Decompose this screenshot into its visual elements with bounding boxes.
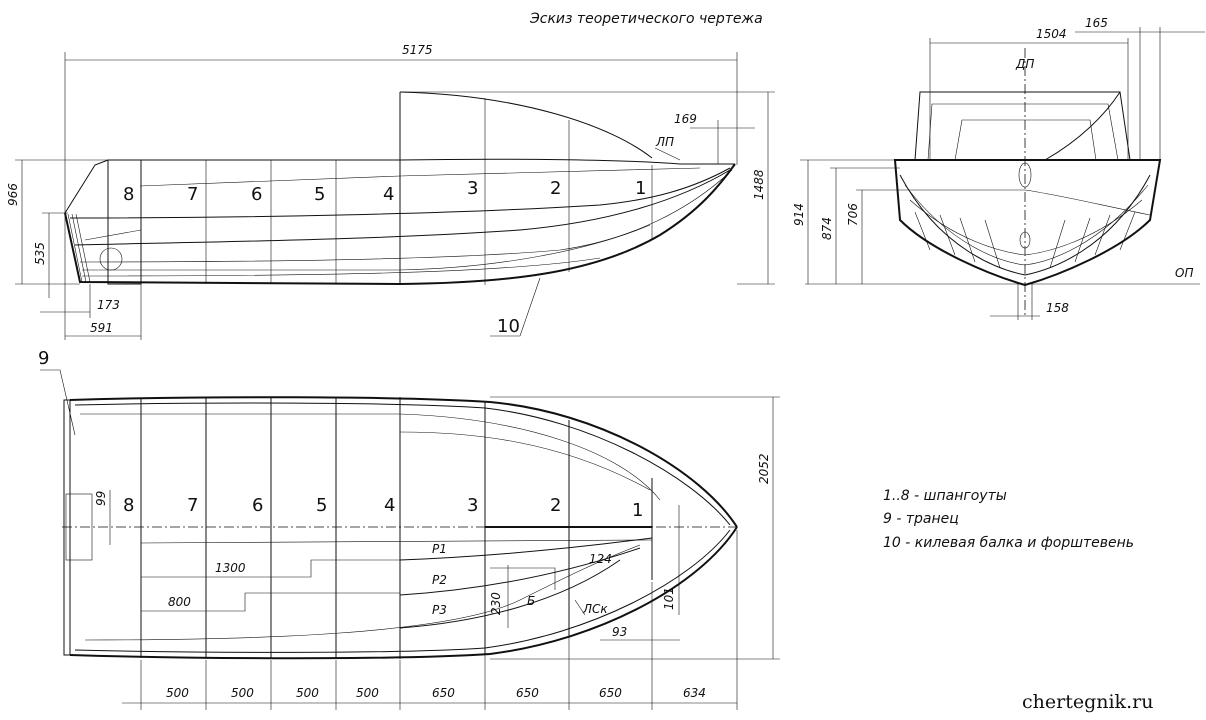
plan-station-5: 5 [316,495,327,516]
label-op: ОП [1175,266,1193,280]
dim-173: 173 [97,298,120,312]
plan-station-8: 8 [123,495,134,516]
dim-bow-offset: 169 [674,112,697,126]
plan-station-4: 4 [384,495,395,516]
dim-874: 874 [820,217,834,240]
spacing-7: 650 [599,686,622,700]
plan-station-1: 1 [632,500,643,521]
legend-item-frames: 1..8 - шпангоуты [883,488,1007,504]
spacing-5: 650 [432,686,455,700]
label-r1: Р1 [432,542,447,556]
dim-beam: 2052 [757,453,771,484]
side-view: 5175 966 535 [6,43,775,340]
dim-914: 914 [792,203,806,226]
label-b: Б [527,594,535,608]
plan-station-6: 6 [252,495,263,516]
label-part9: 9 [38,348,49,369]
legend: 1..8 - шпангоуты 9 - транец 10 - килевая… [883,488,1134,551]
drawing-title: Эскиз теоретического чертежа [529,11,763,27]
label-lsk: ЛСк [582,602,608,616]
side-station-4: 4 [383,184,394,205]
plan-station-2: 2 [550,495,561,516]
label-r2: Р2 [432,573,447,587]
side-station-8: 8 [123,184,134,205]
side-station-6: 6 [251,184,262,205]
front-view: 1504 165 ДП ОП 914 874 [792,16,1205,320]
side-station-5: 5 [314,184,325,205]
legend-item-keel: 10 - килевая балка и форштевень [883,535,1134,551]
side-station-7: 7 [187,184,198,205]
plan-view: 9 8 7 6 5 4 3 2 1 [38,348,780,710]
spacing-4: 500 [356,686,379,700]
label-lp: ЛП [655,135,674,149]
label-dp: ДП [1015,57,1034,71]
dim-99: 99 [94,491,108,506]
dim-230: 230 [489,592,503,615]
dim-width-1504: 1504 [1036,27,1067,41]
side-station-1: 1 [635,178,646,199]
dim-124: 124 [589,552,612,566]
dim-93: 93 [612,625,627,639]
spacing-3: 500 [296,686,319,700]
spacing-8: 634 [683,686,706,700]
dim-165: 165 [1085,16,1108,30]
dim-101: 101 [662,587,676,610]
label-part10: 10 [497,316,520,337]
plan-station-3: 3 [467,495,478,516]
dim-158: 158 [1046,301,1069,315]
dim-height-transom: 966 [6,183,20,206]
dim-transom-low: 535 [33,242,47,265]
watermark: chertegnik.ru [1022,691,1153,713]
label-r3: Р3 [432,603,447,617]
dim-1300: 1300 [215,561,246,575]
side-station-2: 2 [550,178,561,199]
dim-height-total: 1488 [752,169,766,200]
spacing-6: 650 [516,686,539,700]
dim-591: 591 [90,321,113,335]
spacing-2: 500 [231,686,254,700]
spacing-1: 500 [166,686,189,700]
dim-706: 706 [846,203,860,226]
legend-item-transom: 9 - транец [883,511,959,527]
dim-length: 5175 [402,43,433,57]
plan-station-7: 7 [187,495,198,516]
dim-800: 800 [168,595,191,609]
side-station-3: 3 [467,178,478,199]
